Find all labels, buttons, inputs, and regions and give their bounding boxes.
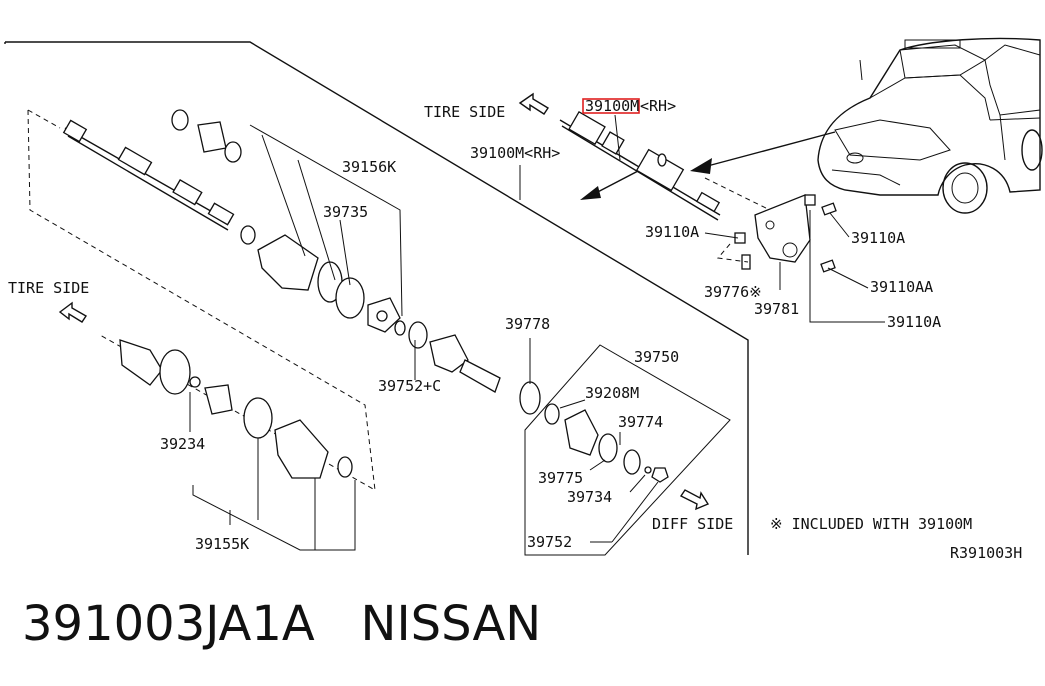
leader-lines — [189, 114, 885, 551]
part-label-39100m-rh: 39100M<RH> — [470, 144, 560, 162]
part-label-39110a-right: 39110A — [851, 229, 905, 247]
part-number: 391003JA1A — [22, 596, 315, 652]
tire-side-label-left: TIRE SIDE — [8, 279, 89, 297]
part-label-39781: 39781 — [754, 300, 799, 318]
part-label-39734: 39734 — [567, 488, 612, 506]
vehicle-illustration — [817, 37, 1043, 214]
brand-name: NISSAN — [360, 596, 542, 652]
part-label-39234: 39234 — [160, 435, 205, 453]
exploded-driveshaft — [27, 109, 541, 491]
part-label-39156k: 39156K — [342, 158, 396, 176]
pointer-arrow — [580, 131, 836, 200]
part-label-39100m-highlight: 39100M — [585, 97, 639, 115]
diagram-frame — [4, 41, 749, 555]
part-label-39735: 39735 — [323, 203, 368, 221]
tire-side-arrow-left — [58, 301, 87, 323]
part-label-39208m: 39208M — [585, 384, 639, 402]
tire-side-label-top: TIRE SIDE — [424, 103, 505, 121]
part-label-39752c: 39752+C — [378, 377, 441, 395]
bracket-assembly — [704, 177, 837, 273]
hub-assembly — [524, 344, 731, 556]
part-label-39110a-bottom: 39110A — [887, 313, 941, 331]
diff-side-arrow — [679, 489, 710, 511]
driveshaft-assembly-small — [559, 110, 721, 221]
part-label-39155k: 39155K — [195, 535, 249, 553]
reference-code: R391003H — [950, 544, 1022, 562]
part-label-39750: 39750 — [634, 348, 679, 366]
part-label-39110aa: 39110AA — [870, 278, 933, 296]
highlight-box — [582, 98, 640, 114]
part-label-39110a-left: 39110A — [645, 223, 699, 241]
diff-side-label: DIFF SIDE — [652, 515, 733, 533]
part-label-39752: 39752 — [527, 533, 572, 551]
part-label-39100m-highlight-suffix: <RH> — [640, 97, 676, 115]
part-label-39776: 39776※ — [704, 283, 762, 301]
included-note: ※ INCLUDED WITH 39100M — [770, 515, 972, 533]
tire-side-arrow-top — [518, 92, 549, 115]
part-number-caption: 391003JA1A NISSAN — [22, 596, 541, 652]
part-label-39778: 39778 — [505, 315, 550, 333]
part-label-39775: 39775 — [538, 469, 583, 487]
part-label-39774: 39774 — [618, 413, 663, 431]
